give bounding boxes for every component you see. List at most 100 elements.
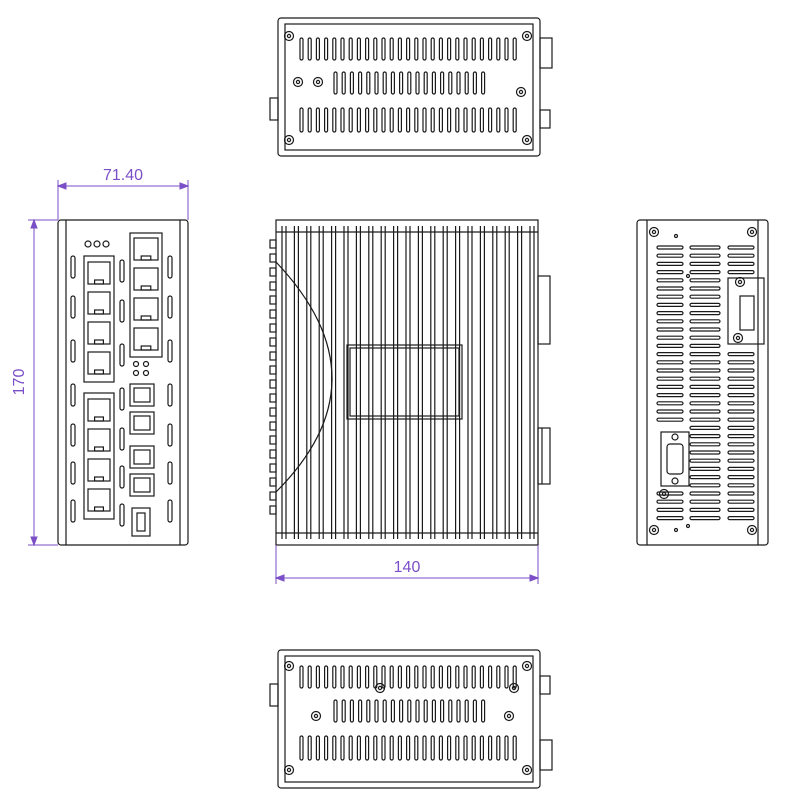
rear-slot bbox=[656, 335, 684, 340]
rear-slot bbox=[689, 311, 721, 316]
screw-icon bbox=[648, 524, 660, 536]
rear-slot bbox=[689, 499, 721, 504]
vent-slot bbox=[307, 665, 312, 689]
screw-center bbox=[286, 33, 292, 39]
rear-slot bbox=[656, 302, 684, 307]
vent-slot bbox=[381, 37, 386, 61]
vent-slot bbox=[464, 699, 469, 723]
screw-icon bbox=[521, 30, 533, 42]
vent-slot bbox=[356, 107, 361, 133]
vent-slot bbox=[479, 107, 484, 133]
screw-center bbox=[661, 491, 667, 497]
screw-icon bbox=[648, 226, 660, 238]
front-rj45-ports-a bbox=[87, 261, 111, 375]
rear-slot bbox=[727, 458, 755, 463]
vent-slot bbox=[455, 735, 460, 761]
vent-slot bbox=[333, 699, 338, 723]
vent-slot bbox=[423, 71, 428, 95]
rear-slot bbox=[727, 434, 755, 439]
rj45-port bbox=[87, 488, 111, 512]
top-view-connector bbox=[539, 37, 553, 69]
vent-slot bbox=[307, 37, 312, 61]
vent-slot bbox=[324, 735, 329, 761]
vent-slot bbox=[463, 735, 468, 761]
rear-slot bbox=[727, 360, 755, 365]
vent-slot bbox=[397, 107, 402, 133]
rear-slot bbox=[727, 450, 755, 455]
rear-slot bbox=[656, 253, 684, 258]
vent-slot bbox=[431, 699, 436, 723]
rear-slot bbox=[656, 270, 684, 275]
front-slot bbox=[119, 259, 125, 283]
rear-slot bbox=[689, 466, 721, 471]
vent-slot bbox=[340, 107, 345, 133]
rj45-latch bbox=[93, 369, 104, 375]
screw-icon bbox=[283, 660, 295, 672]
vent-slot bbox=[455, 107, 460, 133]
label-plate bbox=[346, 344, 463, 420]
vent-slot bbox=[397, 37, 402, 61]
screw-icon bbox=[746, 226, 758, 238]
rear-slot bbox=[689, 360, 721, 365]
vent-slot bbox=[356, 735, 361, 761]
vent-slot bbox=[455, 665, 460, 689]
rail-tooth bbox=[269, 449, 277, 459]
vent-slot bbox=[430, 107, 435, 133]
vent-slot bbox=[324, 107, 329, 133]
front-slot bbox=[70, 461, 76, 485]
vent-slot bbox=[332, 37, 337, 61]
vent-slot bbox=[381, 735, 386, 761]
screw-icon bbox=[521, 764, 533, 776]
vent-slot bbox=[406, 665, 411, 689]
rj45-port bbox=[133, 267, 159, 291]
vent-slot bbox=[348, 665, 353, 689]
vent-slot bbox=[315, 107, 320, 133]
vent-slot bbox=[479, 665, 484, 689]
vent-slot bbox=[496, 735, 501, 761]
sfp-cage bbox=[129, 473, 155, 497]
vent-slot bbox=[340, 37, 345, 61]
sfp-slot bbox=[133, 387, 151, 403]
screw-center bbox=[295, 79, 301, 85]
rail-tooth bbox=[269, 267, 277, 277]
rear-slot bbox=[727, 515, 755, 521]
vent-slot bbox=[463, 107, 468, 133]
vent-slot bbox=[463, 665, 468, 689]
vent-slot bbox=[447, 107, 452, 133]
front-slot bbox=[167, 339, 173, 363]
rear-slot bbox=[689, 335, 721, 340]
vent-slot bbox=[373, 107, 378, 133]
vent-slot bbox=[422, 735, 427, 761]
screw-center bbox=[651, 229, 657, 235]
vent-slot bbox=[332, 665, 337, 689]
rj45-latch bbox=[93, 446, 104, 452]
rear-slot bbox=[689, 475, 721, 480]
vent-slot bbox=[307, 735, 312, 761]
screw-icon bbox=[503, 710, 515, 722]
rear-slot bbox=[689, 515, 721, 521]
front-slot bbox=[167, 499, 173, 523]
din-rail-curve bbox=[275, 261, 333, 493]
vent-slot bbox=[423, 699, 428, 723]
vent-slot bbox=[340, 735, 345, 761]
screw-icon bbox=[732, 332, 744, 344]
vent-slot bbox=[324, 665, 329, 689]
rear-slot bbox=[727, 368, 755, 373]
screw-icon bbox=[292, 76, 304, 88]
vent-slot bbox=[407, 699, 412, 723]
rear-slot bbox=[689, 393, 721, 398]
rj45-latch bbox=[140, 345, 152, 351]
rear-slot bbox=[727, 409, 755, 414]
vent-slot bbox=[365, 107, 370, 133]
vent-slot bbox=[438, 665, 443, 689]
front-slot bbox=[70, 339, 76, 363]
screw-icon bbox=[283, 30, 295, 42]
screw-center bbox=[313, 713, 319, 719]
top-view-screws bbox=[283, 30, 533, 146]
rail-tooth bbox=[269, 505, 277, 515]
rail-tooth bbox=[269, 407, 277, 417]
front-slot bbox=[119, 387, 125, 411]
vent-slot bbox=[366, 699, 371, 723]
heatsink-fins bbox=[276, 226, 538, 539]
